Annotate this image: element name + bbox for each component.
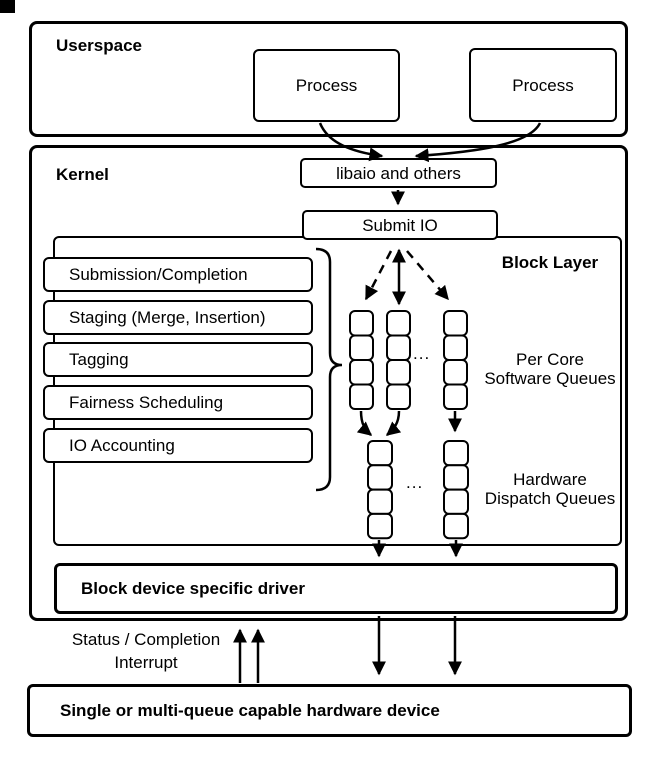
hardware-device-box: Single or multi-queue capable hardware d… bbox=[27, 684, 632, 737]
feature-box-staging: Staging (Merge, Insertion) bbox=[43, 300, 313, 335]
hardware-queues-ellipsis: ... bbox=[406, 473, 424, 492]
hardware-device-label: Single or multi-queue capable hardware d… bbox=[60, 701, 440, 720]
userspace-label: Userspace bbox=[56, 36, 143, 55]
feature-box-io-accounting: IO Accounting bbox=[43, 428, 313, 463]
block-layer-label: Block Layer bbox=[501, 253, 599, 272]
feature-box-submission-completion: Submission/Completion bbox=[43, 257, 313, 292]
software-queues-label: Per Core Software Queues bbox=[465, 350, 635, 388]
interrupt-label: Status / Completion Interrupt bbox=[58, 628, 234, 674]
feature-box-fairness-scheduling: Fairness Scheduling bbox=[43, 385, 313, 420]
process-label-1: Process bbox=[295, 76, 358, 95]
hardware-queues-label-line1: Hardware bbox=[513, 470, 587, 489]
feature-label: Fairness Scheduling bbox=[69, 393, 224, 412]
feature-label: Staging (Merge, Insertion) bbox=[69, 308, 266, 327]
driver-label: Block device specific driver bbox=[81, 579, 305, 598]
feature-label: Submission/Completion bbox=[69, 265, 248, 284]
corner-artifact bbox=[0, 0, 15, 13]
process-box-1: Process bbox=[253, 49, 400, 122]
hardware-queues-label: Hardware Dispatch Queues bbox=[465, 470, 635, 508]
libaio-label: libaio and others bbox=[336, 163, 461, 183]
feature-label: IO Accounting bbox=[69, 436, 175, 455]
process-label-2: Process bbox=[512, 75, 574, 95]
software-queues-ellipsis: ... bbox=[413, 344, 431, 363]
interrupt-label-line2: Interrupt bbox=[114, 653, 178, 672]
software-queues-label-line2: Software Queues bbox=[484, 369, 616, 388]
interrupt-label-line1: Status / Completion bbox=[71, 630, 221, 649]
driver-box: Block device specific driver bbox=[54, 563, 618, 614]
feature-box-tagging: Tagging bbox=[43, 342, 313, 377]
process-box-2: Process bbox=[469, 48, 617, 122]
submit-io-box: Submit IO bbox=[302, 210, 498, 240]
software-queues-label-line1: Per Core bbox=[515, 350, 585, 369]
libaio-box: libaio and others bbox=[300, 158, 497, 188]
feature-label: Tagging bbox=[69, 350, 129, 369]
hardware-queues-label-line2: Dispatch Queues bbox=[484, 489, 616, 508]
kernel-label: Kernel bbox=[56, 165, 109, 184]
submit-io-label: Submit IO bbox=[362, 215, 438, 235]
